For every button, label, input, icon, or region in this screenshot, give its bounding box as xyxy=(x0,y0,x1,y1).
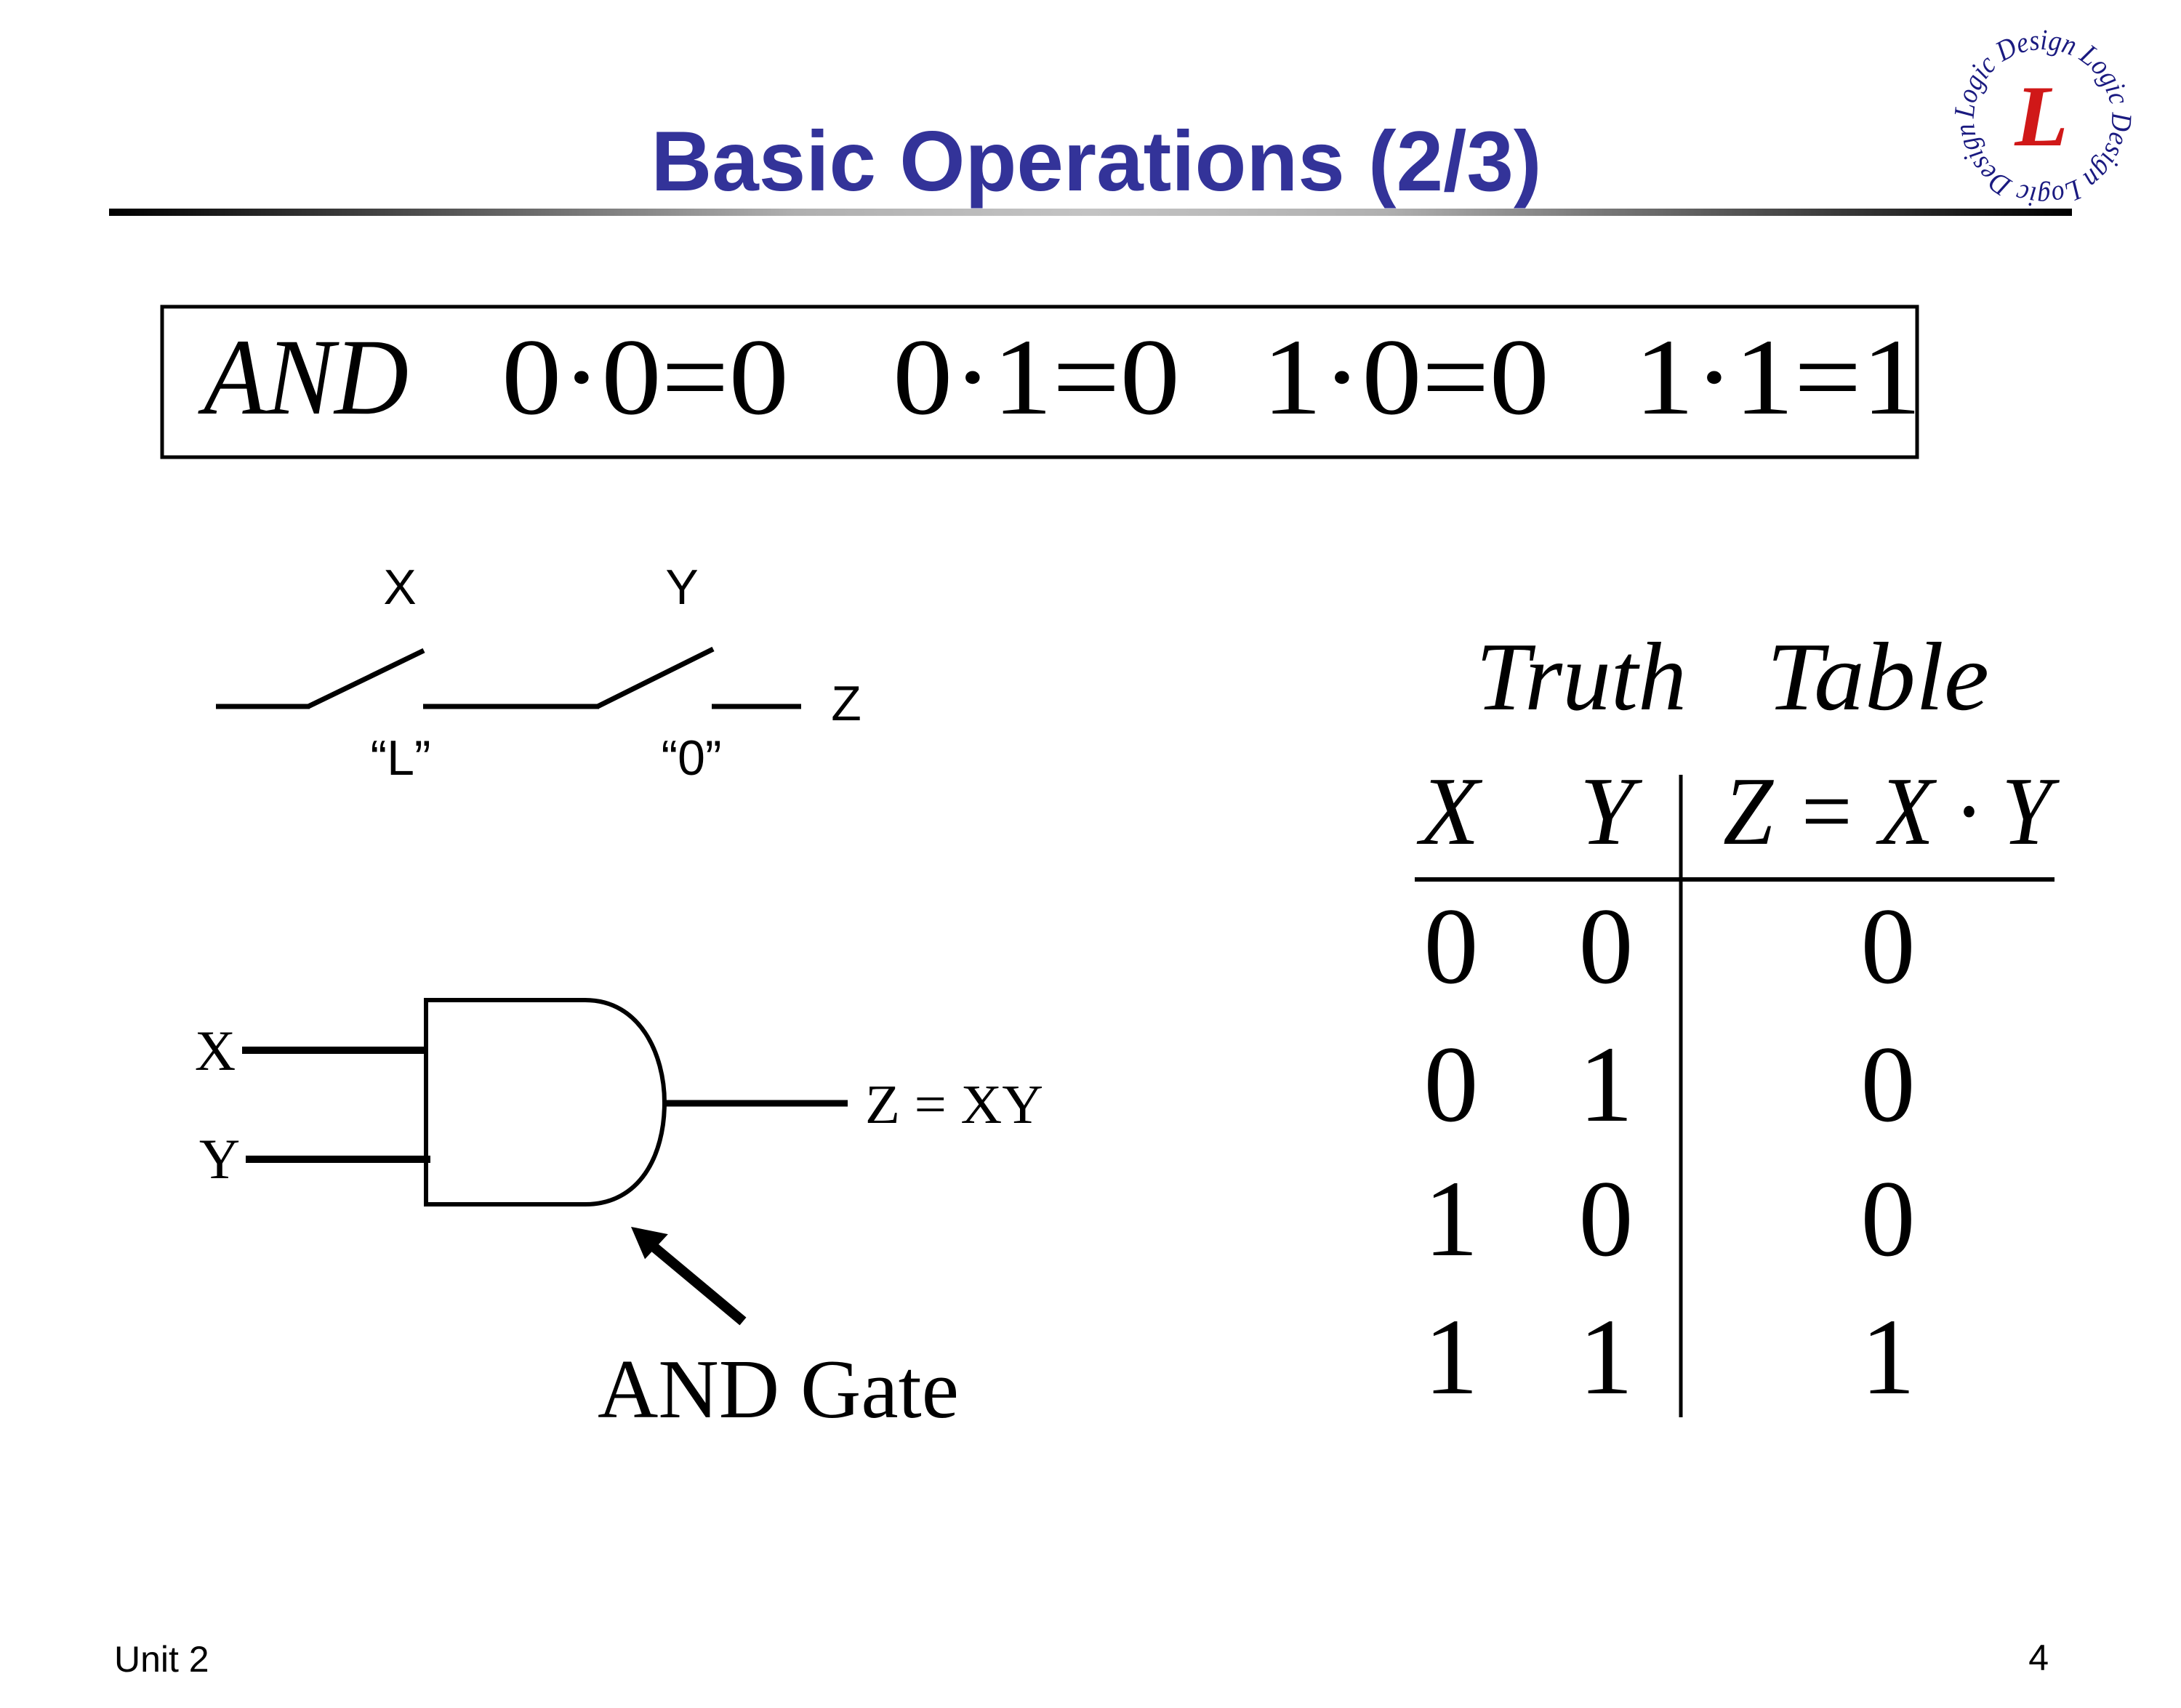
truth-table-cell-y: 1 xyxy=(1579,1024,1634,1145)
equation-a: 0 xyxy=(502,317,561,438)
equation-box-border xyxy=(160,305,1919,459)
truth-table-cell-y: 0 xyxy=(1579,1159,1634,1279)
title-divider xyxy=(109,209,2072,216)
truth-table-cell-x: 0 xyxy=(1424,886,1479,1007)
switch-x-state: “L” xyxy=(370,730,430,786)
truth-table-cell-z: 1 xyxy=(1861,1297,1916,1417)
truth-table-header-y: Y xyxy=(1580,757,1643,865)
equation-eq: = xyxy=(1794,317,1862,438)
equation-op: · xyxy=(1322,317,1362,438)
switch-y-label: Y xyxy=(665,560,698,615)
and-equation: 1·0=0 xyxy=(1262,317,1549,438)
page-number: 4 xyxy=(2028,1637,2049,1678)
truth-table-cell-x: 1 xyxy=(1424,1159,1479,1279)
equation-op: · xyxy=(1694,317,1734,438)
equation-result: 0 xyxy=(1120,317,1180,438)
truth-table-title-word-2: Table xyxy=(1767,623,1989,730)
logic-design-logo: Logic Design Logic Design Logic Design L xyxy=(1948,23,2139,214)
equation-eq: = xyxy=(662,317,729,438)
truth-table-header-x: X xyxy=(1416,757,1483,865)
truth-table-cell-z: 0 xyxy=(1861,1024,1916,1145)
switch-x-blade xyxy=(307,648,425,709)
truth-table-title-word-1: Truth xyxy=(1476,623,1687,730)
switch-x-label: X xyxy=(383,560,416,615)
equation-b: 0 xyxy=(1362,317,1421,438)
and-gate-caption: AND Gate xyxy=(598,1343,959,1435)
equation-op: · xyxy=(952,317,992,438)
and-equation: 1·1=1 xyxy=(1634,317,1921,438)
equation-b: 0 xyxy=(601,317,661,438)
gate-pointer-arrow-shaft xyxy=(647,1240,747,1326)
switch-output-label: Z xyxy=(831,676,861,731)
equation-b: 1 xyxy=(1734,317,1794,438)
equation-label-and: AND xyxy=(198,317,409,438)
equation-op: · xyxy=(561,317,601,438)
equation-result: 0 xyxy=(729,317,789,438)
switch-y-blade xyxy=(596,646,715,709)
gate-input-x-label: X xyxy=(195,1019,236,1082)
equation-a: 0 xyxy=(893,317,952,438)
truth-table-header-z: Z = X · Y xyxy=(1723,757,2060,865)
truth-table-cell-z: 0 xyxy=(1861,1159,1916,1279)
equation-result: 0 xyxy=(1490,317,1549,438)
equation-result: 1 xyxy=(1862,317,1921,438)
arrow-head-icon xyxy=(630,1226,668,1260)
truth-table-cell-x: 1 xyxy=(1424,1297,1479,1417)
equation-eq: = xyxy=(1053,317,1120,438)
truth-table-cell-x: 0 xyxy=(1424,1024,1479,1145)
equation-a: 1 xyxy=(1634,317,1694,438)
gate-input-y-label: Y xyxy=(199,1127,240,1191)
truth-table-cell-y: 0 xyxy=(1579,886,1634,1007)
switch-circuit: X Y Z “L” “0” xyxy=(216,560,861,786)
and-gate-symbol xyxy=(424,998,667,1207)
and-equation: 0·0=0 xyxy=(502,317,789,438)
footer-unit-label: Unit 2 xyxy=(114,1639,209,1680)
equation-b: 1 xyxy=(992,317,1052,438)
equation-a: 1 xyxy=(1262,317,1322,438)
and-gate-diagram: X Y Z = XY AND Gate xyxy=(195,998,1043,1435)
gate-output-label: Z = XY xyxy=(865,1074,1043,1135)
page-title: Basic Operations (2/3) xyxy=(651,113,1542,209)
equation-eq: = xyxy=(1422,317,1490,438)
truth-table-cell-z: 0 xyxy=(1861,886,1916,1007)
and-equation: 0·1=0 xyxy=(893,317,1180,438)
logo-monogram: L xyxy=(2014,68,2068,164)
truth-table-cell-y: 1 xyxy=(1579,1297,1634,1417)
switch-y-state: “0” xyxy=(661,730,721,786)
